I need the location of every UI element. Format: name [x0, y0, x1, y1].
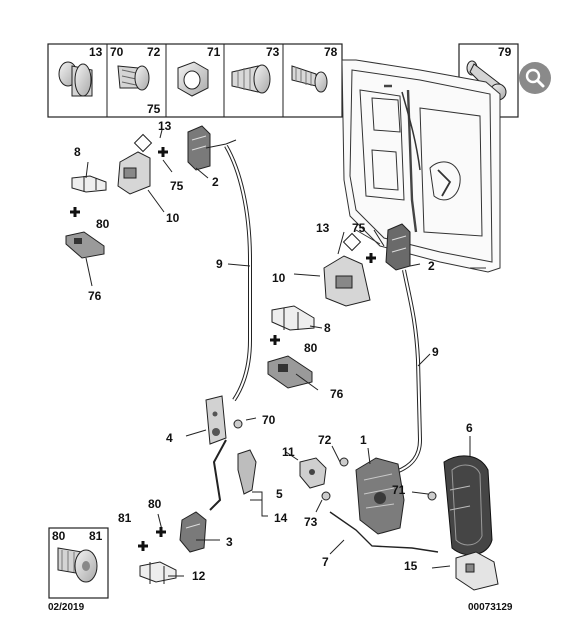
callout-76-right: 76: [330, 387, 344, 401]
callout-9-right: 9: [432, 345, 439, 359]
handle-6: [443, 455, 493, 556]
left-latch-assembly: [65, 125, 257, 584]
cable-9-right: [395, 269, 423, 474]
plus-markers: [70, 147, 376, 551]
callout-80-bottom: 80: [148, 497, 162, 511]
callout-81: 81: [118, 511, 132, 525]
callout-71: 71: [392, 483, 406, 497]
rod-7: [329, 511, 439, 553]
pad-76-right: [267, 355, 313, 389]
lock-1: [355, 457, 405, 535]
callout-10-right: 10: [272, 271, 286, 285]
callout-4: 4: [166, 431, 173, 445]
strap-8-left: [71, 175, 107, 193]
label-72: 72: [147, 45, 161, 59]
zoom-button[interactable]: [519, 62, 551, 94]
strap-8-right: [271, 305, 315, 331]
screw-70-illustration: [117, 65, 150, 91]
callout-72: 72: [318, 433, 332, 447]
callout-9-left: 9: [216, 257, 223, 271]
cable-9-left: [224, 144, 252, 402]
latch-3: [179, 511, 207, 553]
label-81: 81: [89, 529, 103, 543]
nut-71-illustration: [177, 61, 209, 97]
marker-13-left: [133, 133, 153, 153]
handle-rod-5-14: [209, 439, 257, 511]
callout-8-left: 8: [74, 145, 81, 159]
washer-70: [233, 419, 243, 429]
callout-8-right: 8: [324, 321, 331, 335]
label-79: 79: [498, 45, 512, 59]
callout-73: 73: [304, 515, 318, 529]
label-78: 78: [324, 45, 338, 59]
label-71: 71: [207, 45, 221, 59]
callout-5: 5: [276, 487, 283, 501]
callout-10-left: 10: [166, 211, 180, 225]
nut-71-small: [427, 491, 437, 501]
screw-80-81-illustration: [57, 547, 98, 583]
callout-14: 14: [274, 511, 288, 525]
callout-labels: 13 75 2 8 10 80 76 9 13 75 2 10 8 80 76 …: [74, 119, 473, 583]
callout-76-left: 76: [88, 289, 102, 303]
callout-13-left: 13: [158, 119, 172, 133]
bracket-10-left: [117, 151, 151, 195]
latch-2-right: [385, 223, 411, 271]
callout-2-left: 2: [212, 175, 219, 189]
push-rivet-13-illustration: [58, 61, 93, 97]
bracket-10-right: [323, 255, 371, 307]
screw-73-small: [321, 491, 331, 501]
callout-1: 1: [360, 433, 367, 447]
callout-75-left: 75: [170, 179, 184, 193]
pad-76-left: [65, 231, 105, 259]
marker-13-right: [342, 232, 362, 252]
latch-2-left: [187, 125, 237, 171]
callout-15: 15: [404, 559, 418, 573]
rear-door-panel: [341, 59, 501, 273]
screw-78-illustration: [291, 65, 328, 93]
label-73: 73: [266, 45, 280, 59]
callout-12: 12: [192, 569, 206, 583]
callout-2-right: 2: [428, 259, 435, 273]
lever-4: [205, 395, 227, 445]
clip-15: [455, 551, 499, 591]
footer-reference: 00073129: [468, 602, 513, 613]
callout-6: 6: [466, 421, 473, 435]
callout-80-left: 80: [96, 217, 110, 231]
label-70: 70: [110, 45, 124, 59]
callout-13-right: 13: [316, 221, 330, 235]
bracket-11: [299, 457, 327, 489]
callout-80-right: 80: [304, 341, 318, 355]
strap-12: [139, 561, 177, 584]
screw-72-small: [339, 457, 349, 467]
zoom-icon: [525, 68, 545, 88]
fastener-box-bottom: 80 81: [48, 527, 109, 599]
callout-11: 11: [282, 445, 295, 459]
callout-7: 7: [322, 555, 329, 569]
label-13: 13: [89, 45, 103, 59]
callout-70: 70: [262, 413, 276, 427]
label-80: 80: [52, 529, 66, 543]
callout-75-right: 75: [352, 221, 366, 235]
callout-3: 3: [226, 535, 233, 549]
bolt-73-illustration: [231, 64, 271, 94]
footer-date: 02/2019: [48, 602, 85, 613]
fastener-box-top: 13 70 72 75 71 73 78: [47, 43, 343, 118]
label-75: 75: [147, 102, 161, 116]
right-latch-assembly: [267, 223, 499, 591]
